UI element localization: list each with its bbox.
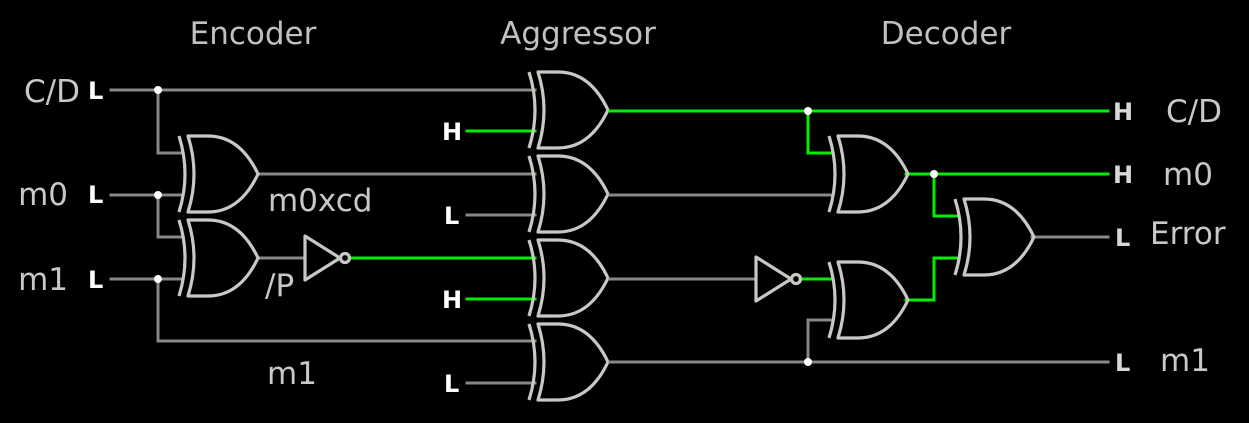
wire-cd-to-xor1 (156, 88, 184, 155)
label-m1: m1 (267, 356, 317, 392)
label-m0xcd: m0xcd (268, 183, 372, 219)
decoder-inverter (754, 255, 803, 303)
aggressor-xor-gate-4 (527, 322, 610, 402)
aggressor-constant-2[interactable]: L (444, 202, 459, 230)
junction-dot (154, 191, 162, 199)
input-label-cd: C/D (24, 74, 80, 110)
encoder-xor-gate-1 (177, 134, 260, 214)
wire-m0-to-xor2 (156, 193, 184, 239)
input-level-cd[interactable]: L (88, 77, 103, 105)
wire-m0-to-err (932, 172, 960, 218)
junction-dot (154, 86, 162, 94)
inverter-triangle (754, 255, 793, 303)
junction-dot (930, 170, 938, 178)
section-title-encoder: Encoder (190, 16, 317, 52)
section-title-decoder: Decoder (881, 16, 1012, 52)
output-level-cd: H (1113, 98, 1133, 126)
decoder-xor-gate-2 (827, 260, 910, 340)
output-label-error: Error (1150, 216, 1226, 252)
encoder-wires (109, 88, 537, 343)
wire-dxor2-to-err (904, 256, 960, 302)
inverter-triangle (303, 234, 342, 282)
input-level-m1[interactable]: L (88, 266, 103, 294)
aggressor-xor-gate-1 (527, 70, 610, 150)
wire-m1-through (156, 277, 537, 343)
aggressor-constant-4[interactable]: L (444, 370, 459, 398)
junction-dot (804, 358, 812, 366)
label-parity: /P (265, 268, 294, 304)
inverter-bubble (338, 251, 352, 265)
decoder-error-xor-gate (953, 197, 1036, 277)
output-label-cd: C/D (1166, 94, 1222, 130)
aggressor-constant-1[interactable]: H (442, 118, 462, 146)
output-label-m0: m0 (1163, 157, 1213, 193)
aggressor-xor-gate-2 (527, 154, 610, 234)
aggressor-xor-gate-3 (527, 238, 610, 318)
output-level-m0: H (1113, 161, 1133, 189)
junction-dot (804, 107, 812, 115)
inverter-bubble (789, 272, 803, 286)
decoder-wires (608, 109, 1110, 364)
wire-m1-to-dxor2 (806, 318, 834, 364)
decoder-xor-gate-1 (827, 134, 910, 214)
encoder-xor-gate-2 (177, 218, 260, 298)
output-level-error: L (1115, 224, 1130, 252)
encoder-inverter (303, 234, 352, 282)
aggressor-constant-3[interactable]: H (442, 286, 462, 314)
output-level-m1: L (1115, 349, 1130, 377)
junction-dot (154, 275, 162, 283)
input-label-m0: m0 (18, 177, 68, 213)
input-level-m0[interactable]: L (88, 181, 103, 209)
wire-cd-to-dxor1 (806, 109, 834, 155)
section-title-aggressor: Aggressor (500, 16, 656, 52)
output-label-m1: m1 (1160, 343, 1210, 379)
input-label-m1: m1 (18, 262, 68, 298)
